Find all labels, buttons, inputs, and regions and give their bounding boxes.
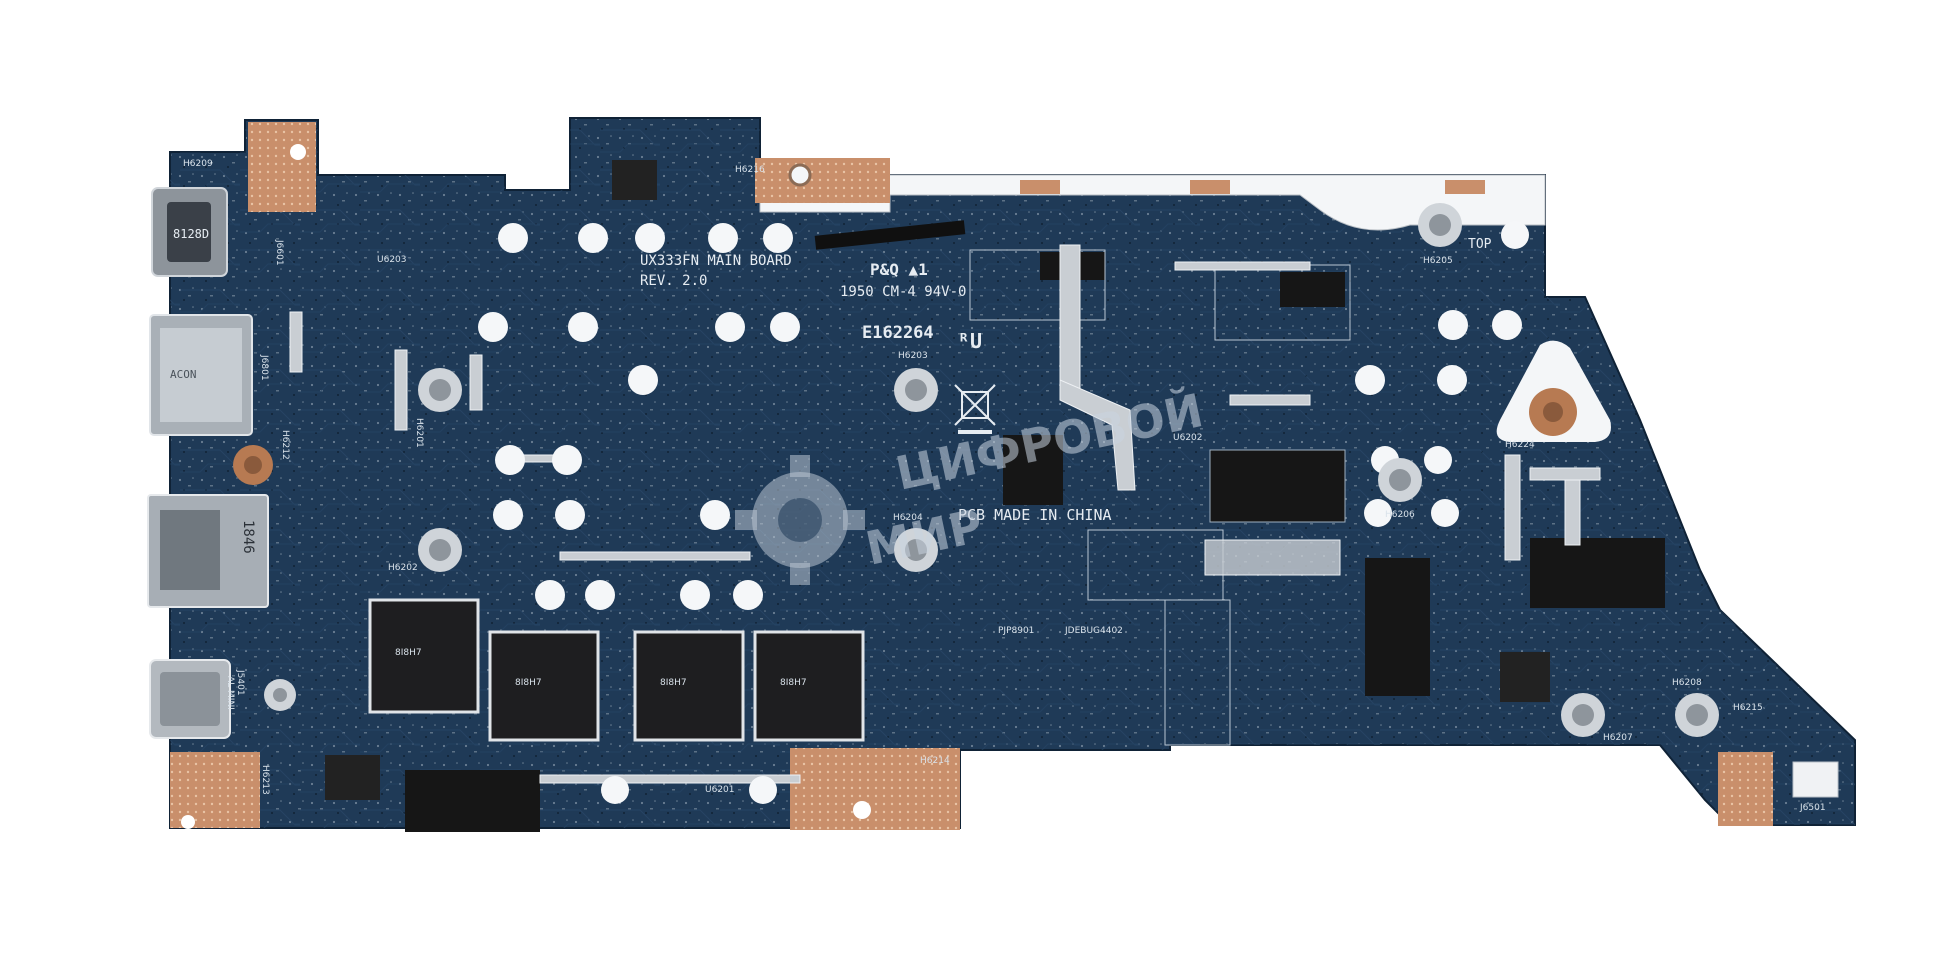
usb-a-text: 1846 [240, 520, 256, 554]
ic-chip [1500, 652, 1550, 702]
label-h6201: H6201 [414, 418, 424, 448]
label-u6203: U6203 [377, 255, 407, 265]
label-h6203: H6203 [898, 351, 928, 361]
label-h6215: H6215 [1733, 703, 1763, 713]
ic-chip [612, 160, 657, 200]
svg-text:8I8H7: 8I8H7 [780, 678, 807, 688]
screw-holes [264, 203, 1719, 737]
ul-code: E162264 [862, 323, 934, 343]
label-h6209: H6209 [183, 159, 213, 169]
svg-text:8I8H7: 8I8H7 [660, 678, 687, 688]
svg-text:8I8H7: 8I8H7 [515, 678, 542, 688]
label-u6201: U6201 [705, 785, 735, 795]
copper-pad [248, 122, 316, 212]
ic-chip [1209, 449, 1346, 523]
ic-outline [969, 249, 1106, 321]
pcb-origin: PCB MADE IN CHINA [958, 506, 1112, 524]
ic-chip [1530, 538, 1665, 608]
board-rating: 1950 CM-4 94V-0 [840, 284, 966, 300]
strip-pad [1445, 180, 1485, 194]
gear-logo-icon [735, 455, 865, 585]
ic-chip [325, 755, 380, 800]
copper-pad [790, 748, 960, 830]
memory-chips: 8I8H7 8I8H7 8I8H7 8I8H7 [368, 598, 865, 742]
label-h6202: H6202 [388, 563, 418, 573]
ic-outline [1164, 599, 1231, 746]
strip-pad [1190, 180, 1230, 194]
top-metal-strip [759, 174, 1546, 231]
label-j6601: J6601 [274, 239, 284, 266]
copper-pad [170, 752, 260, 828]
copper-pad [755, 158, 890, 203]
label-h6205: H6205 [1423, 256, 1453, 266]
label-jdebug: JDEBUG4402 [1064, 626, 1123, 636]
label-h6213: H6213 [260, 765, 270, 795]
round-pads [478, 221, 1529, 804]
ic-chip [1280, 272, 1345, 307]
label-h6224: H6224 [1505, 440, 1535, 450]
hdmi-port-text: ACON [170, 368, 197, 381]
usb-c-text: AL MINI [225, 676, 235, 710]
label-pjp8901: PJP8901 [998, 626, 1034, 636]
label-h6216: H6216 [735, 165, 765, 175]
board-revision: REV. 2.0 [640, 273, 707, 289]
label-u6202: U6202 [1173, 433, 1203, 443]
label-j5401: J5401 [235, 669, 245, 696]
label-h6206: H6206 [1385, 510, 1415, 520]
audio-jack-text: 8128D [173, 227, 209, 241]
label-h6207: H6207 [1603, 733, 1633, 743]
j6501-connector [1792, 761, 1839, 798]
strip-pad [1020, 180, 1060, 194]
svg-text:8I8H7: 8I8H7 [395, 648, 422, 658]
label-h6204: H6204 [893, 513, 923, 523]
ic-chip [1003, 435, 1063, 505]
board-model: UX333FN MAIN BOARD [640, 253, 792, 269]
label-j6501: J6501 [1799, 803, 1826, 813]
ul-mark: ᴿU [958, 329, 982, 353]
ic-chip [405, 770, 540, 832]
weee-icon [954, 384, 996, 434]
label-j6801: J6801 [259, 354, 269, 381]
top-mark: TOP [1468, 237, 1492, 252]
label-h6214: H6214 [920, 756, 950, 766]
solder-joints [289, 244, 1601, 784]
vendor-mark: P&Q ▲1 [870, 260, 928, 279]
label-h6208: H6208 [1672, 678, 1702, 688]
label-h6212: H6212 [280, 430, 290, 460]
copper-pad [1718, 752, 1773, 826]
ic-chip [1365, 558, 1430, 696]
